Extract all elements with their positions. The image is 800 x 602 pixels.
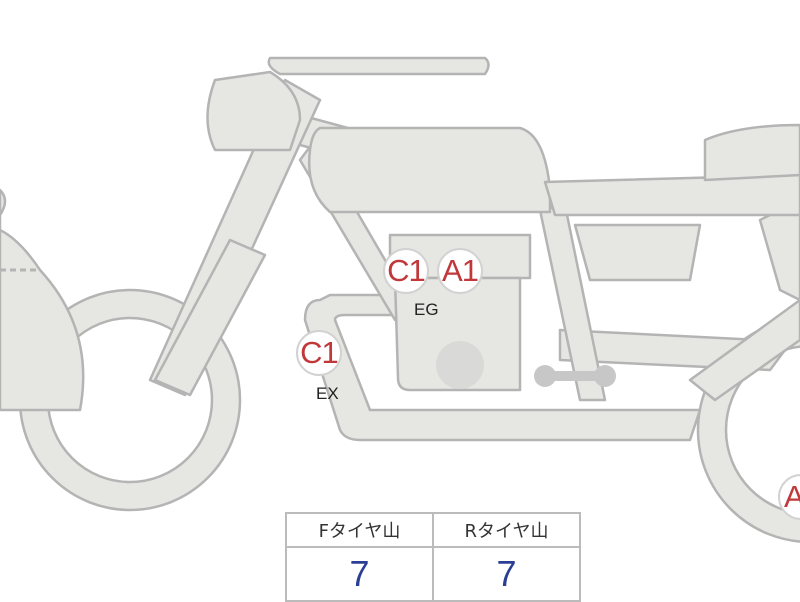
headlight <box>206 70 302 152</box>
fuel-tank <box>308 126 552 214</box>
rear-tire-value: 7 <box>432 546 581 602</box>
engine-cover <box>436 341 484 389</box>
rear-tire-header: Rタイヤ山 <box>432 512 581 548</box>
front-fender <box>0 188 85 412</box>
engine-block <box>393 276 522 392</box>
condition-badge-engine-a1: A1 <box>437 248 483 294</box>
front-tire-value: 7 <box>285 546 434 602</box>
front-tire-header: Fタイヤ山 <box>285 512 434 548</box>
condition-badge-rear-a: A <box>778 474 800 520</box>
handlebar <box>267 56 490 76</box>
side-cover <box>573 223 702 282</box>
condition-badge-exhaust-c1: C1 <box>296 330 342 376</box>
condition-badge-engine-c1: C1 <box>383 248 429 294</box>
exhaust-pipe <box>303 293 702 442</box>
rear-cowl <box>703 123 800 182</box>
tire-tread-table: Fタイヤ山 Rタイヤ山 7 7 <box>285 512 581 602</box>
label-engine: EG <box>414 300 439 319</box>
seat <box>543 173 800 217</box>
label-exhaust: EX <box>316 384 339 403</box>
